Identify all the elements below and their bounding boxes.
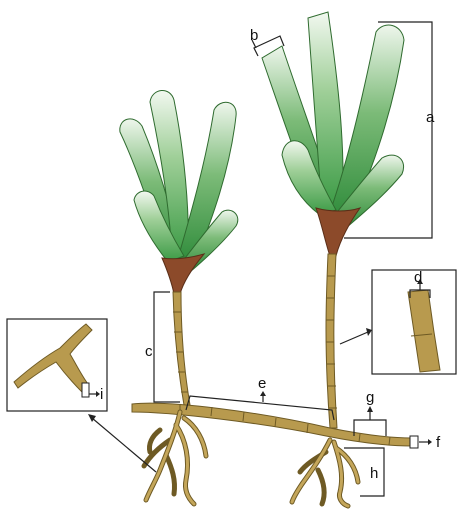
label-g: g — [366, 389, 374, 406]
label-h: h — [370, 465, 378, 482]
leaf-sheath — [316, 208, 360, 256]
label-i: i — [100, 386, 103, 403]
inset-segment: d — [372, 269, 456, 374]
label-e: e — [258, 375, 266, 392]
right-vertical-stem — [326, 254, 337, 428]
left-roots — [144, 412, 206, 504]
left-plant-leaves — [120, 90, 238, 294]
label-c: c — [145, 343, 153, 360]
rhizome-tip — [410, 436, 418, 448]
label-b: b — [250, 27, 258, 44]
label-f: f — [436, 434, 441, 451]
label-a: a — [426, 109, 435, 126]
right-plant-leaves — [262, 12, 404, 256]
left-vertical-stem — [173, 292, 190, 405]
inset-pointer-left — [92, 418, 156, 472]
leaf-sheath — [162, 254, 204, 294]
inset-branch: i — [7, 319, 107, 411]
right-roots — [292, 440, 358, 506]
label-d: d — [414, 269, 422, 286]
inset-pointer-right — [340, 332, 368, 344]
